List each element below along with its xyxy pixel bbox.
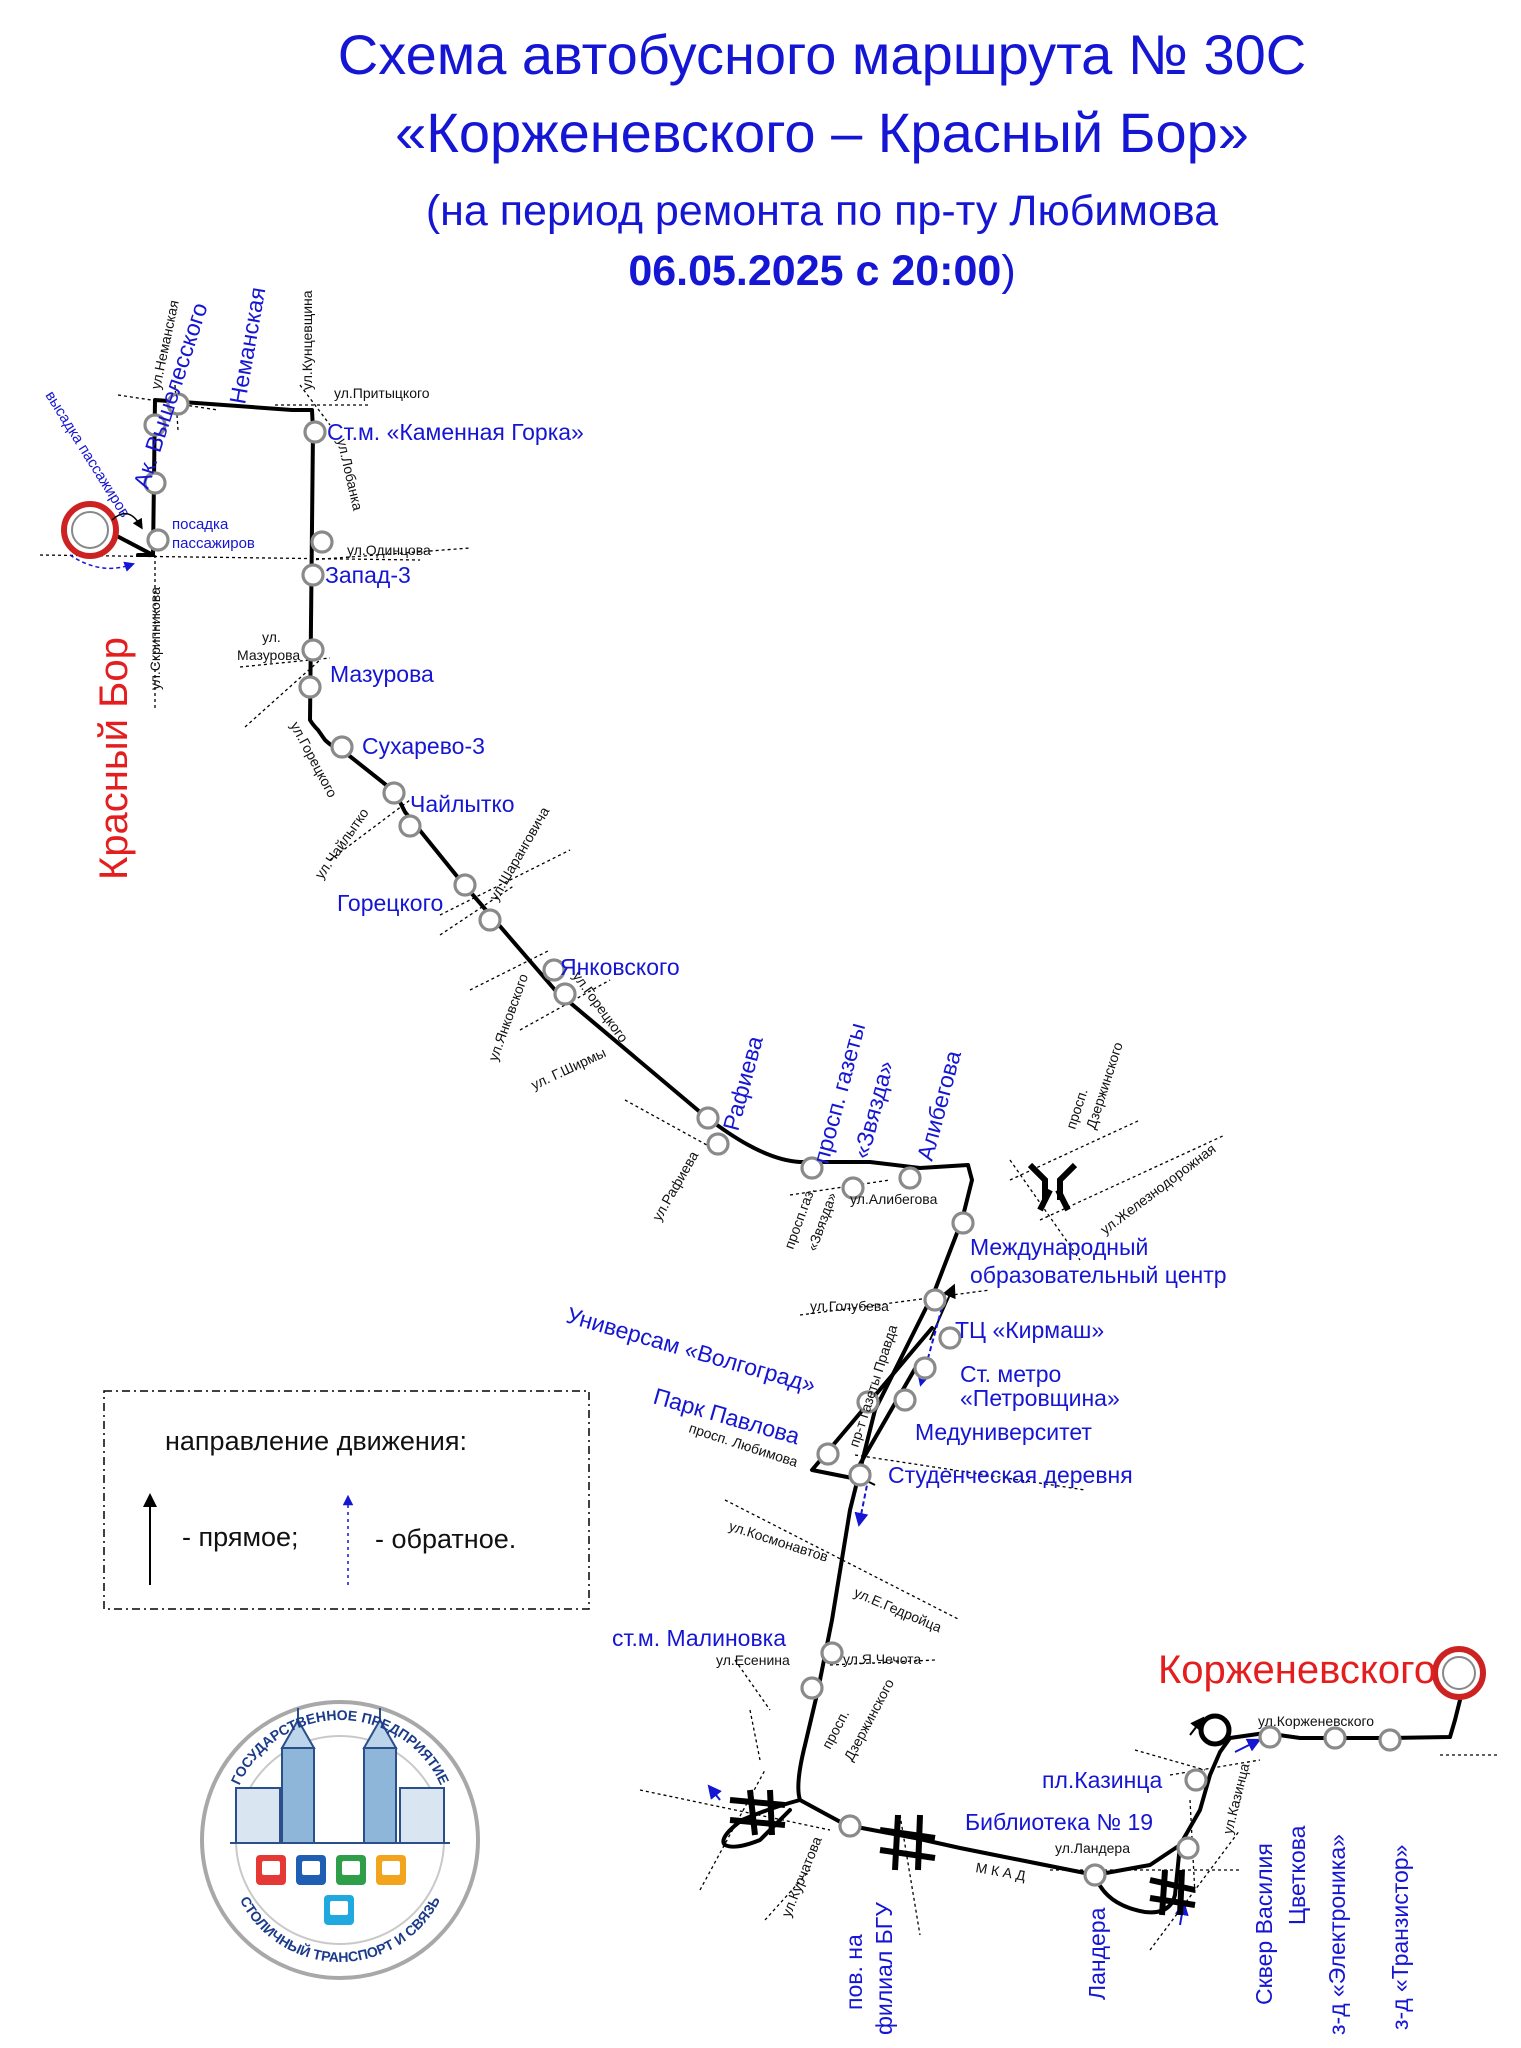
stop-kirmash: ТЦ «Кирмаш» <box>955 1317 1104 1343</box>
street-mazurova-l1: ул. <box>262 629 281 645</box>
street-dzerzhinskogo-l2: Дзержинского <box>1083 1040 1126 1131</box>
stop-suharevo3: Сухарево-3 <box>362 733 485 759</box>
stop-circles <box>143 392 1402 1887</box>
note-boarding-l1: посадка <box>172 516 229 533</box>
street-mazurova-l2: Мазурова <box>237 647 300 663</box>
stop-kamennaya-gorka: Ст.м. «Каменная Горка» <box>327 419 584 445</box>
stop-yankovskogo: Янковского <box>560 954 680 980</box>
stop-kazintsa: пл.Казинца <box>1042 1767 1162 1793</box>
stop-skver-l1: Сквер Василия <box>1251 1843 1277 2005</box>
street-shirmy: ул. Г.Ширмы <box>529 1044 609 1093</box>
street-landera: ул.Ландера <box>1055 1840 1130 1856</box>
street-kazintsa: ул.Казинца <box>1219 1761 1252 1835</box>
stop-meduniversitet: Медуниверситет <box>915 1419 1092 1445</box>
legend: направление движения: - прямое; - обратн… <box>103 1390 590 1610</box>
street-yankovskogo: ул.Янковского <box>485 971 531 1063</box>
stop-mazurova: Мазурова <box>330 661 434 687</box>
interchange-landera <box>1149 1869 1196 1916</box>
map-subtitle-close: ) <box>1001 247 1015 295</box>
map-title-line2: «Корженевского – Красный Бор» <box>395 101 1249 164</box>
note-boarding-l2: пассажиров <box>172 535 255 552</box>
major-stop-kazintsa <box>1198 1713 1232 1747</box>
stop-rafieva: Рафиева <box>718 1033 768 1133</box>
legend-forward: - прямое; <box>182 1522 299 1552</box>
street-kosmonavtov: ул.Космонавтов <box>727 1518 830 1565</box>
map-subtitle-date: 06.05.2025 с 20:00 <box>628 247 1001 295</box>
street-zheleznodorozhnaya: ул.Железнодорожная <box>1097 1140 1218 1237</box>
direction-arrows <box>707 1283 1262 1926</box>
map-subtitle-line1: (на период ремонта по пр-ту Любимова <box>426 187 1218 235</box>
terminal-krasny-bor-marker <box>61 501 119 559</box>
stop-biblioteka: Библиотека № 19 <box>965 1809 1153 1835</box>
street-kuntsevshchina: ул.Кунцевщина <box>299 290 315 390</box>
interchange-bgu <box>879 1814 936 1871</box>
street-skripnikova: ул.Скрипникова <box>147 587 163 690</box>
stop-stud-derevnya: Студенческая деревня <box>888 1462 1133 1488</box>
street-alibegova: ул.Алибегова <box>850 1191 938 1207</box>
stop-malinovka: ст.м. Малиновка <box>612 1625 786 1651</box>
terminal-korzhenevskogo-marker <box>1432 1646 1486 1700</box>
street-lobanka: ул.Лобанка <box>334 437 366 512</box>
stop-alibegova: Алибегова <box>912 1047 966 1163</box>
legend-backward: - обратное. <box>375 1524 516 1554</box>
street-pravda: пр-т Газеты Правда <box>846 1322 901 1448</box>
street-korzhenevskogo: ул.Корженевского <box>1258 1713 1374 1729</box>
street-esenina: ул.Есенина <box>716 1652 790 1668</box>
stop-nemanskaya: Неманская <box>224 285 270 406</box>
street-pritytskogo: ул.Притыцкого <box>334 385 430 401</box>
interchange-malinovka <box>729 1789 786 1836</box>
street-golubeva: ул.Голубева <box>810 1298 889 1314</box>
interchange-dzerzhinskogo <box>1027 1162 1078 1212</box>
stop-bgu-l1: пов. на <box>841 1934 867 2010</box>
street-goretskogo: ул.Горецкого <box>287 719 340 800</box>
stop-tranzistor: з-д «Транзистор» <box>1387 1845 1413 2030</box>
street-gedroitsa: ул.Е.Гедройца <box>852 1584 944 1635</box>
street-chailytko: ул.Чайлытко <box>311 805 371 882</box>
terminal-korzhenevskogo: Корженевского <box>1158 1648 1436 1692</box>
street-chechota: ул.Я.Чечота <box>843 1651 921 1667</box>
map-title-line1: Схема автобусного маршрута № 30С <box>338 23 1307 86</box>
street-sharangovicha: ул.Шаранговича <box>486 804 553 904</box>
street-kurchatova: ул.Курчатова <box>778 1834 825 1919</box>
stop-volgograd: Универсам «Волгоград» <box>564 1302 819 1398</box>
map-subtitle-line2: 06.05.2025 с 20:00) <box>628 247 1015 295</box>
stop-mezhd-l1: Международный <box>970 1234 1148 1260</box>
stop-mezhd-l2: образовательный центр <box>970 1262 1227 1288</box>
street-rafieva: ул.Рафиева <box>649 1148 702 1223</box>
stop-skver-l2: Цветкова <box>1284 1825 1310 1925</box>
stop-petrovshchina-l2: «Петровщина» <box>960 1385 1120 1411</box>
terminal-krasny-bor: Красный Бор <box>92 637 136 880</box>
legend-title: направление движения: <box>165 1426 467 1456</box>
street-mkad: М К А Д <box>974 1859 1027 1884</box>
street-odintsova: ул.Одинцова <box>347 542 431 558</box>
stop-petrovshchina-l1: Ст. метро <box>960 1361 1061 1387</box>
note-alighting: высадка пассажиров <box>42 388 134 521</box>
company-logo: ГОСУДАРСТВЕННОЕ ПРЕДПРИЯТИЕ СТОЛИЧНЫЙ ТР… <box>200 1700 480 1980</box>
stop-chailytko: Чайлытко <box>410 791 515 817</box>
stop-zapad3: Запад-3 <box>325 562 411 588</box>
stop-elektronika: з-д «Электроника» <box>1324 1834 1350 2035</box>
stop-landera: Ландера <box>1084 1907 1110 2000</box>
stop-goretskogo: Горецкого <box>337 890 443 916</box>
stop-bgu-l2: филиал БГУ <box>871 1902 897 2035</box>
